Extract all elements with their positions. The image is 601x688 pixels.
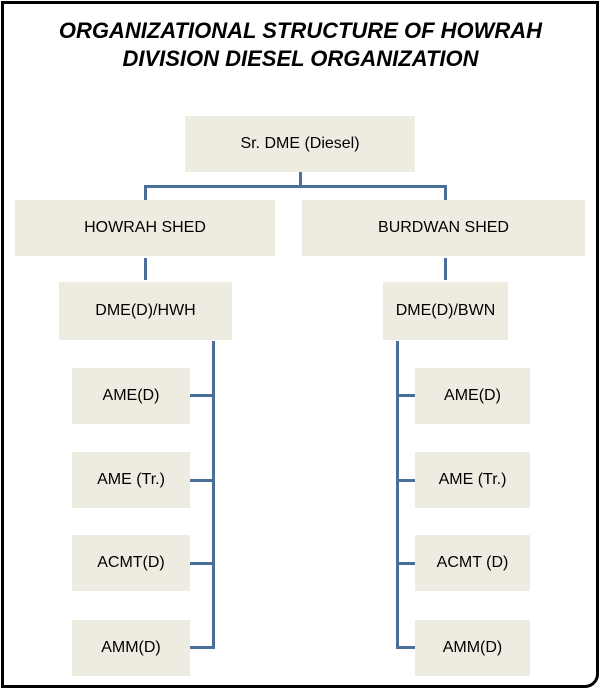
connector bbox=[444, 258, 447, 280]
connector bbox=[190, 394, 215, 397]
connector bbox=[396, 479, 416, 482]
connector bbox=[299, 172, 302, 187]
node-howrah-shed: HOWRAH SHED bbox=[15, 200, 275, 256]
connector bbox=[444, 185, 447, 200]
title-line-2: DIVISION DIESEL ORGANIZATION bbox=[122, 46, 479, 71]
connector bbox=[190, 562, 215, 565]
connector bbox=[144, 185, 147, 200]
connector bbox=[190, 479, 215, 482]
node-howrah-staff: ACMT(D) bbox=[72, 535, 190, 591]
connector bbox=[144, 258, 147, 280]
title-line-1: ORGANIZATIONAL STRUCTURE OF HOWRAH bbox=[58, 18, 543, 43]
node-burdwan-shed: BURDWAN SHED bbox=[302, 200, 585, 256]
node-howrah-staff: AME(D) bbox=[72, 368, 190, 424]
connector bbox=[396, 646, 416, 649]
node-burdwan-staff: ACMT (D) bbox=[415, 535, 530, 591]
node-dme-bwn: DME(D)/BWN bbox=[383, 282, 508, 340]
connector bbox=[144, 185, 447, 188]
connector bbox=[212, 341, 215, 648]
node-howrah-staff: AMM(D) bbox=[72, 620, 190, 676]
connector bbox=[190, 646, 215, 649]
node-sr-dme: Sr. DME (Diesel) bbox=[185, 116, 415, 172]
node-burdwan-staff: AMM(D) bbox=[415, 620, 530, 676]
node-burdwan-staff: AME (Tr.) bbox=[415, 452, 530, 508]
node-burdwan-staff: AME(D) bbox=[415, 368, 530, 424]
connector bbox=[396, 562, 416, 565]
node-dme-hwh: DME(D)/HWH bbox=[59, 282, 232, 340]
connector bbox=[396, 341, 399, 648]
node-howrah-staff: AME (Tr.) bbox=[72, 452, 190, 508]
connector bbox=[396, 394, 416, 397]
